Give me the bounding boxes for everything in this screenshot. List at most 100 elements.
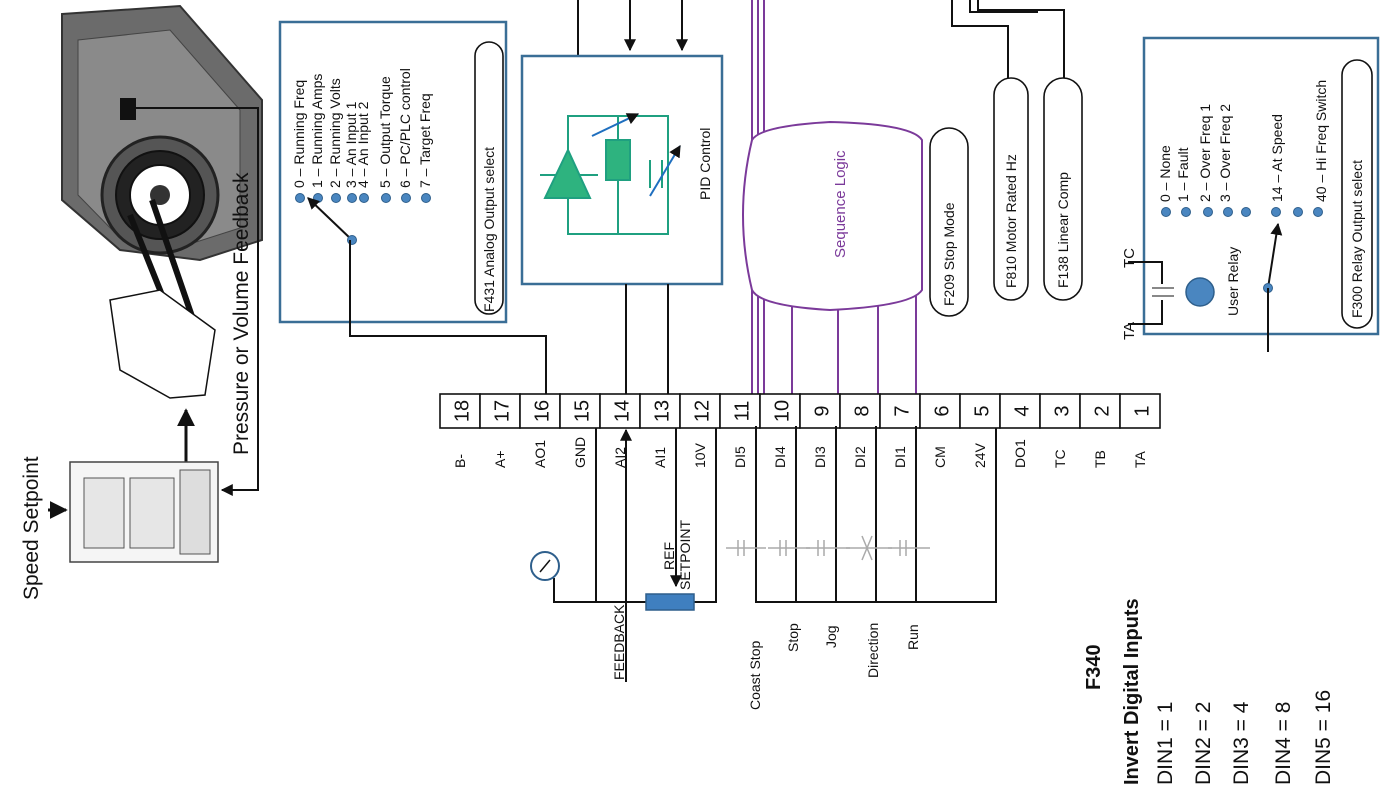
relay-panel	[1142, 36, 1380, 336]
terminal-label: DI2	[852, 446, 868, 468]
terminal-number: 12	[691, 400, 713, 422]
terminal-8	[839, 393, 881, 429]
terminal-label: AI2	[612, 447, 628, 468]
invert-item: DIN3 = 4	[1230, 701, 1253, 785]
terminal-13	[639, 393, 681, 429]
terminal-10	[759, 393, 801, 429]
analog-output-option: 6 – PC/PLC control	[397, 68, 413, 188]
pid-symbol	[540, 115, 669, 235]
terminal-label: TB	[1092, 450, 1108, 468]
terminal-number: 7	[891, 405, 913, 416]
terminal-number: 5	[971, 405, 993, 416]
motor-hz-pill	[993, 77, 1029, 301]
relay-option-dot	[1293, 207, 1303, 217]
analog-output-option: 7 – Target Freq	[417, 93, 433, 188]
terminal-18	[439, 393, 481, 429]
analog-output-panel	[278, 20, 508, 324]
analog-output-option-dot	[347, 193, 357, 203]
terminal-number: 18	[451, 400, 473, 422]
terminal-label: DI4	[772, 446, 788, 468]
setpoint-potentiometer	[645, 593, 695, 611]
relay-option-dot	[1271, 207, 1281, 217]
feedback-label: Pressure or Volume Feedback	[230, 172, 253, 455]
terminal-label: 10V	[692, 442, 708, 468]
terminal-number: 3	[1051, 405, 1073, 416]
invert-item: DIN4 = 8	[1272, 702, 1295, 785]
analog-output-option-dot	[401, 193, 411, 203]
analog-output-option: 2 – Running Volts	[327, 78, 343, 188]
pid-label: PID Control	[697, 128, 713, 200]
terminal-16	[519, 393, 561, 429]
motor-hz-label: F810 Motor Rated Hz	[1003, 154, 1019, 288]
stop-mode-pill	[929, 127, 969, 317]
analog-output-option: 5 – Output Torque	[377, 76, 393, 188]
terminal-1	[1119, 393, 1161, 429]
coast-stop-label: Coast Stop	[747, 641, 763, 710]
invert-code: F340	[1083, 644, 1105, 690]
terminal-label: DI3	[812, 446, 828, 468]
terminal-label: DI1	[892, 446, 908, 468]
analog-output-option: 4 – An Input 2	[355, 101, 371, 188]
user-relay-label: User Relay	[1225, 247, 1241, 316]
relay-option-dot	[1203, 207, 1213, 217]
terminal-label: TA	[1132, 450, 1148, 468]
terminal-label: AO1	[532, 440, 548, 468]
terminal-9	[799, 393, 841, 429]
invert-item: DIN1 = 1	[1154, 702, 1177, 785]
relay-option: 1 – Fault	[1175, 147, 1191, 202]
terminal-number: 11	[731, 401, 753, 422]
terminal-label: AI1	[652, 447, 668, 468]
terminal-number: 4	[1011, 405, 1033, 416]
terminal-number: 2	[1091, 405, 1113, 416]
linear-comp-label: F138 Linear Comp	[1055, 172, 1071, 288]
analog-output-option: 1 – Running Amps	[309, 74, 325, 188]
terminal-label: DO1	[1012, 439, 1028, 468]
analog-output-option-dot	[359, 193, 369, 203]
terminal-6	[919, 393, 961, 429]
relay-option: 3 – Over Freq 2	[1217, 104, 1233, 202]
vfd-drive	[69, 461, 219, 563]
relay-option-dot	[1241, 207, 1251, 217]
analog-output-option-dot	[381, 193, 391, 203]
analog-output-option-dot	[331, 193, 341, 203]
analog-output-option: 3 – An Input 1	[343, 101, 359, 188]
terminal-label: B-	[452, 454, 468, 468]
relay-ta-label: TA	[1121, 322, 1138, 340]
direction-label: Direction	[865, 623, 881, 678]
terminal-label: TC	[1052, 449, 1068, 468]
feedback-wire-label: FEEDBACK	[611, 604, 627, 680]
terminal-2	[1079, 393, 1121, 429]
sequence-logic-label: Sequence Logic	[832, 150, 849, 258]
analog-output-selector-pill	[474, 41, 504, 315]
relay-option: 14 – At Speed	[1269, 114, 1285, 202]
terminal-number: 16	[531, 400, 553, 422]
fan-illustration	[61, 4, 263, 399]
terminal-number: 13	[651, 400, 673, 422]
input-switches	[726, 535, 930, 561]
speed-setpoint-label: Speed Setpoint	[20, 456, 43, 600]
analog-output-option-dot	[421, 193, 431, 203]
ref-label: REF	[661, 542, 677, 570]
relay-selector-label: F300 Relay Output select	[1349, 160, 1365, 318]
terminal-label: A+	[492, 450, 508, 468]
relay-option-dot	[1313, 207, 1323, 217]
terminal-number: 17	[491, 400, 513, 422]
stop-label: Stop	[785, 623, 801, 652]
terminal-number: 1	[1131, 405, 1153, 416]
relay-tc-label: TC	[1121, 248, 1138, 268]
relay-option: 2 – Over Freq 1	[1197, 104, 1213, 202]
terminal-number: 10	[771, 400, 793, 422]
run-label: Run	[905, 624, 921, 650]
terminal-label: DI5	[732, 446, 748, 468]
terminal-number: 15	[571, 400, 593, 422]
relay-option-dot	[1223, 207, 1233, 217]
terminal-number: 8	[851, 405, 873, 416]
relay-option: 0 – None	[1157, 145, 1173, 202]
stop-mode-label: F209 Stop Mode	[941, 202, 957, 306]
terminal-number: 9	[811, 405, 833, 416]
jog-label: Jog	[823, 625, 839, 648]
analog-output-selector-label: F431 Analog Output select	[481, 147, 497, 312]
